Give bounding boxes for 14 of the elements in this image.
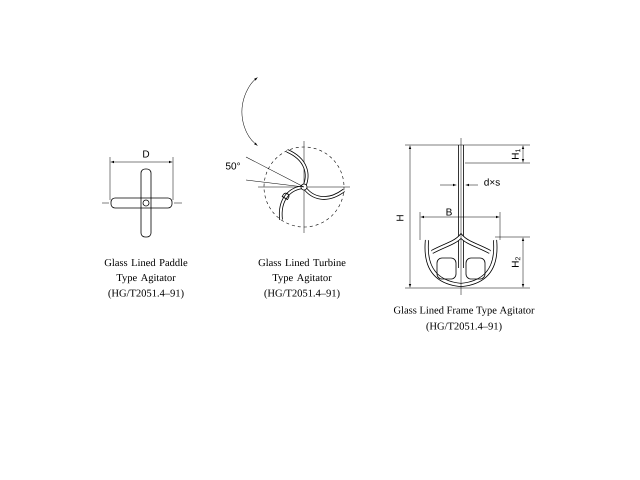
caption: Glass Lined Turbine Type Agitator [258, 258, 346, 284]
dimension-label: H [396, 215, 404, 221]
caption: Glass Lined Frame Type Agitator [394, 306, 534, 316]
dimension-label: d×s [484, 178, 500, 186]
caption: (HG/T2051.4–91) [426, 322, 502, 332]
dimension-label: D [143, 150, 150, 158]
caption: (HG/T2051.4–91) [264, 289, 340, 299]
dimension-label: H$_{2}$ [512, 257, 520, 267]
caption: Glass Lined Paddle Type Agitator [104, 258, 188, 284]
dimension-label: D [282, 192, 290, 200]
caption: (HG/T2051.4–91) [108, 289, 184, 299]
dimension-label: B [446, 208, 452, 216]
dimension-label: 50° [226, 162, 240, 170]
dimension-label: H$_{1}$ [512, 149, 520, 159]
